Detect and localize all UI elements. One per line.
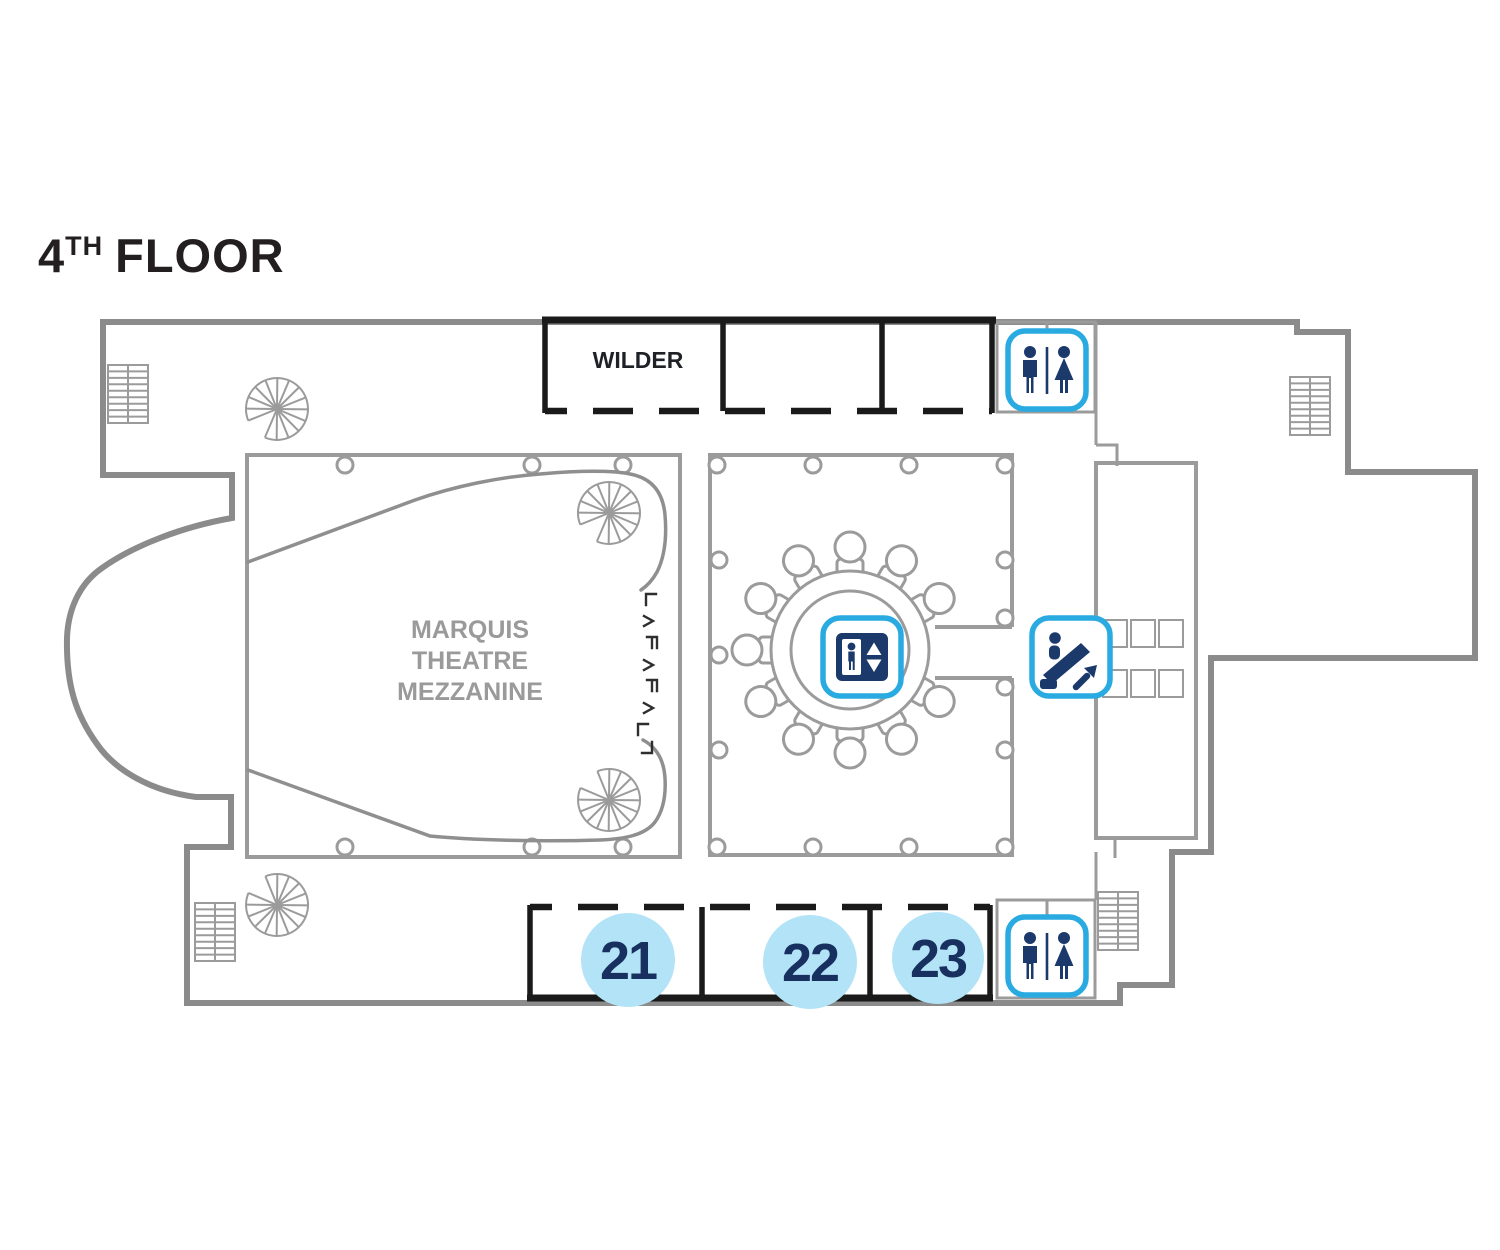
columns (707, 455, 1015, 857)
stairs-icon (1097, 891, 1139, 951)
mezzanine-outline-bottom (246, 738, 667, 843)
rooms-21-23: 21 22 23 (527, 903, 993, 1009)
stairs-icon (1289, 376, 1331, 436)
elevator-person-icon (847, 642, 856, 670)
escalator-icon (1029, 615, 1113, 699)
restrooms-icon-top (1008, 331, 1086, 409)
wilder-room: WILDER (542, 316, 996, 415)
room-22-label: 22 (782, 933, 838, 993)
elevator-up-arrow (866, 642, 882, 655)
mezzanine-outline-top (246, 469, 668, 592)
mezzanine-seat-marks (636, 592, 659, 755)
room-23-badge (892, 912, 984, 1004)
room-22-badge (763, 915, 857, 1009)
escalator-up-arrow (1084, 665, 1097, 678)
stairs-icon (194, 902, 236, 962)
wilder-room-label: WILDER (593, 347, 684, 373)
stairs-icon (107, 364, 149, 424)
room-21-label: 21 (600, 931, 657, 991)
room-23-label: 23 (910, 929, 967, 989)
room-21-badge (581, 913, 675, 1007)
restrooms-icon-bottom (1008, 917, 1086, 995)
elevator-icon (820, 615, 904, 699)
elevator-down-arrow (866, 659, 882, 672)
